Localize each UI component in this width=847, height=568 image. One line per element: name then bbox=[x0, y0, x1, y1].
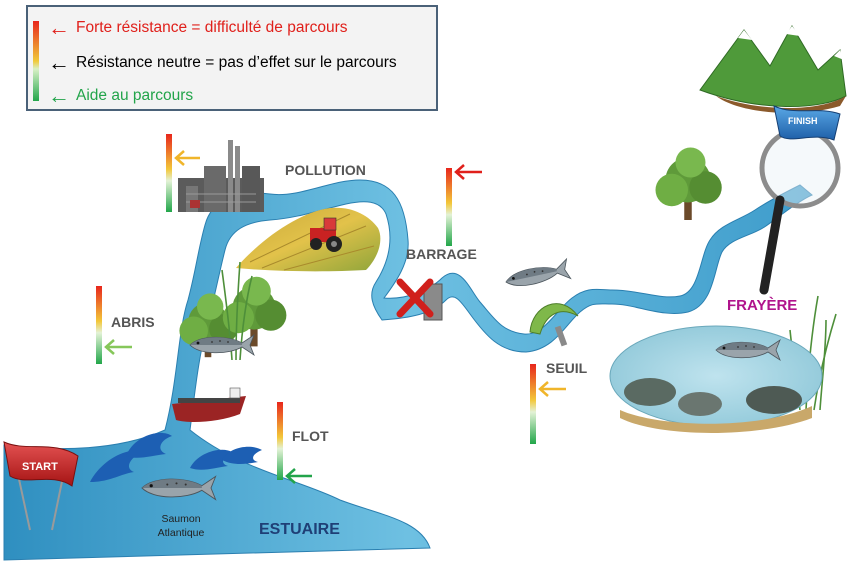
label-flot: FLOT bbox=[292, 428, 329, 444]
label-abris: ABRIS bbox=[111, 314, 155, 330]
label-barrage: BARRAGE bbox=[406, 246, 477, 262]
arrow-left-icon bbox=[285, 468, 312, 484]
dam-cross-icon bbox=[396, 278, 443, 321]
mountain-icon bbox=[699, 24, 847, 113]
arrow-left-icon bbox=[454, 164, 482, 180]
label-frayere: FRAYÈRE bbox=[727, 297, 798, 314]
tractor-icon bbox=[310, 217, 342, 252]
legend-neutral: ← Résistance neutre = pas d’effet sur le … bbox=[48, 50, 397, 75]
field bbox=[236, 207, 381, 272]
flag-icon bbox=[773, 105, 841, 141]
label-saumon-atlantique: Saumon Atlantique bbox=[148, 512, 214, 540]
legend-help-text: Aide au parcours bbox=[76, 87, 194, 104]
factory-icon bbox=[178, 140, 264, 212]
flag-start-text: START bbox=[22, 461, 58, 473]
flag-finish-text: FINISH bbox=[788, 116, 818, 126]
legend-help: ← Aide au parcours bbox=[48, 83, 194, 108]
arrow-left-icon bbox=[104, 339, 132, 355]
gauge-icon bbox=[96, 286, 102, 364]
legend-high: ← Forte résistance = difficulté de parcou… bbox=[48, 15, 348, 40]
tree-icon bbox=[655, 147, 722, 220]
label-pollution: POLLUTION bbox=[285, 162, 366, 178]
arrow-left-icon: ← bbox=[48, 15, 70, 40]
salmon-icon bbox=[503, 258, 572, 293]
flag-icon bbox=[3, 441, 79, 531]
saumon-line2: Atlantique bbox=[157, 527, 205, 539]
gauge-icon bbox=[166, 134, 172, 212]
gauge-icon bbox=[530, 364, 536, 444]
label-seuil: SEUIL bbox=[546, 360, 588, 376]
boat-icon bbox=[172, 387, 246, 422]
wave-icon bbox=[90, 432, 262, 482]
arrow-left-icon bbox=[174, 150, 200, 166]
arrow-left-icon bbox=[538, 381, 566, 397]
label-estuaire: ESTUAIRE bbox=[259, 521, 340, 538]
legend-neutral-text: Résistance neutre = pas d’effet sur le p… bbox=[76, 54, 397, 71]
legend: ← Forte résistance = difficulté de parcou… bbox=[26, 5, 438, 111]
legend-gauge-icon bbox=[33, 21, 39, 101]
arrow-left-icon: ← bbox=[48, 50, 70, 75]
arrow-left-icon: ← bbox=[48, 83, 70, 108]
saumon-line1: Saumon bbox=[161, 513, 201, 525]
legend-high-text: Forte résistance = difficulté de parcour… bbox=[76, 19, 348, 36]
weir-icon bbox=[529, 303, 579, 347]
gauge-icon bbox=[277, 402, 283, 480]
gauge-icon bbox=[446, 168, 452, 246]
spawning-pond bbox=[609, 325, 823, 433]
